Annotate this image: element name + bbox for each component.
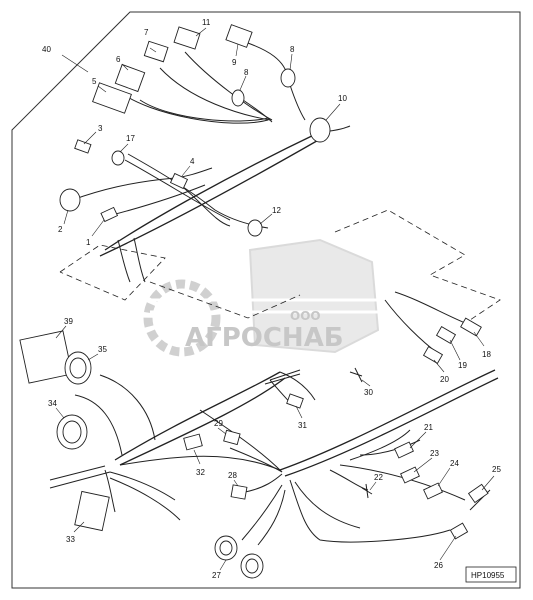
connector-18 [460, 317, 482, 337]
grommet-17 [111, 150, 125, 166]
grommet-8b [231, 89, 245, 107]
callout-24: 24 [450, 459, 459, 468]
dashed-outline-left [59, 244, 166, 301]
callout-20: 20 [440, 375, 449, 384]
leader-lines [55, 27, 495, 571]
lower-harness [49, 291, 499, 546]
watermark-combine-icon [248, 238, 380, 354]
callout-40: 40 [42, 45, 51, 54]
connector-21 [394, 441, 414, 459]
upper-harness [71, 41, 351, 283]
connector-23 [400, 466, 420, 484]
callout-32: 32 [196, 468, 205, 477]
callout-34: 34 [48, 399, 57, 408]
callout-11: 11 [202, 18, 211, 27]
callout-12: 12 [272, 206, 281, 215]
callout-35: 35 [98, 345, 107, 354]
callout-9: 9 [232, 58, 237, 67]
connector-19 [435, 326, 457, 344]
connector-32 [183, 433, 203, 451]
connector-9 [225, 24, 253, 48]
figure-code-box [465, 566, 517, 583]
callout-labels: 40 11 7 9 8 6 8 5 10 3 17 4 2 12 1 39 35… [42, 18, 501, 580]
callout-29: 29 [214, 419, 223, 428]
callout-30: 30 [364, 388, 373, 397]
terminal-22 [361, 483, 373, 499]
grommet-10 [309, 117, 331, 143]
module-39 [19, 330, 73, 384]
callout-1: 1 [86, 238, 91, 247]
grommet-8a [280, 68, 296, 88]
callout-8a: 8 [290, 45, 295, 54]
watermark-line2: АГРОСНАБ [185, 323, 344, 353]
watermark: ООО АГРОСНАБ [143, 238, 385, 357]
grommet-2 [59, 188, 81, 212]
callout-31: 31 [298, 421, 307, 430]
connector-33 [74, 490, 110, 532]
connector-7 [143, 40, 169, 63]
callout-39: 39 [64, 317, 73, 326]
callout-33: 33 [66, 535, 75, 544]
connector-4 [169, 172, 189, 190]
callout-6: 6 [116, 55, 121, 64]
connector-3 [74, 139, 92, 154]
callout-7: 7 [144, 28, 149, 37]
connector-20 [422, 346, 444, 364]
callout-26: 26 [434, 561, 443, 570]
callout-8b: 8 [244, 68, 249, 77]
connector-25 [467, 483, 489, 504]
connector-6 [114, 63, 146, 93]
dashed-outline-mid [149, 281, 301, 319]
connector-1 [100, 206, 119, 223]
diagram-frame [11, 11, 521, 589]
callout-19: 19 [458, 361, 467, 370]
grommet-12 [247, 219, 263, 237]
watermark-line1: ООО [290, 309, 321, 323]
connector-29 [223, 429, 241, 446]
callout-22: 22 [374, 473, 383, 482]
watermark-gear-icon [143, 279, 221, 357]
callout-4: 4 [190, 157, 195, 166]
parts [19, 24, 489, 579]
callout-25: 25 [492, 465, 501, 474]
callout-27: 27 [212, 571, 221, 580]
connector-24 [423, 482, 443, 500]
callout-21: 21 [424, 423, 433, 432]
callout-23: 23 [430, 449, 439, 458]
terminal-30 [349, 367, 363, 383]
connector-28 [230, 484, 248, 500]
connector-5 [92, 82, 132, 114]
callout-18: 18 [482, 350, 491, 359]
callout-3: 3 [98, 124, 103, 133]
callout-17: 17 [126, 134, 135, 143]
figure-code: HP10955 [471, 571, 505, 580]
connector-26 [449, 522, 469, 540]
callout-5: 5 [92, 77, 97, 86]
callout-10: 10 [338, 94, 347, 103]
connector-31 [286, 393, 304, 409]
callout-28: 28 [228, 471, 237, 480]
callout-2: 2 [58, 225, 63, 234]
connector-11 [173, 26, 201, 50]
